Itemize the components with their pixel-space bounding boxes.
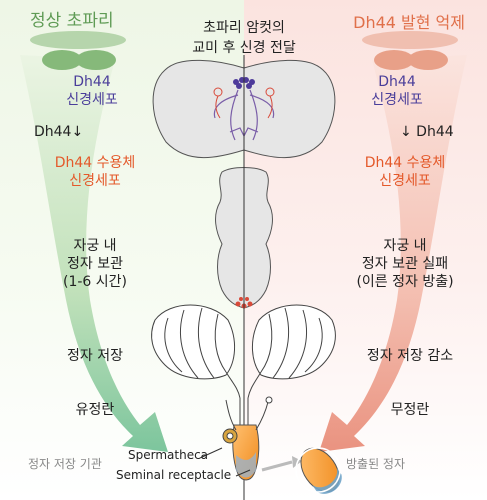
left-release-arrow-label: Dh44↓ [34, 124, 84, 140]
left-ovulation: 유정란 [75, 402, 115, 418]
right-neuron-label: 신경세포 [371, 92, 423, 108]
green-flow-arrow [20, 55, 168, 452]
laid-egg [300, 447, 342, 494]
fly-icon-normal [30, 31, 126, 70]
right-storage-line3: (이른 정자 방출) [356, 274, 454, 290]
receptor-neurons-brain [213, 87, 275, 119]
left-storage-line1: 자궁 내 [73, 238, 117, 254]
left-receptor-label: Dh44 수용체 [54, 155, 136, 171]
dh44-neuron-cells [233, 77, 255, 89]
fly-icon-dh44 [362, 31, 458, 70]
dh44-neurons [213, 89, 275, 141]
left-receptor-neuron-label: 신경세포 [69, 173, 121, 189]
right-storage-line2: 정자 보관 실패 [361, 256, 449, 272]
normal-fly-title: 정상 초파리 [30, 11, 114, 31]
left-storage-line2: 정자 보관 [67, 256, 123, 272]
spermatheca-organ [222, 399, 238, 444]
right-receptor-label: Dh44 수용체 [364, 155, 446, 171]
right-ovulation: 무정란 [390, 402, 430, 418]
red-flow-arrow [319, 55, 467, 452]
oviduct [239, 398, 249, 425]
center-title-line2: 교미 후 신경 전달 [192, 40, 296, 56]
right-receptor-neuron-label: 신경세포 [379, 173, 431, 189]
left-sperm-storage: 정자 저장 [67, 348, 123, 364]
release-arrow [261, 460, 293, 472]
left-storage-line3: (1-6 시간) [62, 274, 127, 290]
seminal-receptacle-organ [255, 401, 269, 431]
right-storage-line1: 자궁 내 [383, 238, 427, 254]
left-ovary [151, 304, 241, 399]
center-title-line1: 초파리 암컷의 [203, 20, 285, 36]
right-ovary [247, 304, 336, 399]
dh44-fly-title: Dh44 발현 억제 [353, 13, 465, 32]
cord-receptor-neurons [235, 297, 253, 309]
right-dh44-label: Dh44 [378, 74, 416, 90]
left-dh44-label: Dh44 [73, 74, 111, 90]
right-sperm-storage: 정자 저장 감소 [366, 348, 454, 364]
right-release-arrow-label: ↓ Dh44 [400, 124, 454, 140]
spermatheca-label: Spermatheca [128, 448, 209, 462]
left-neuron-label: 신경세포 [66, 92, 118, 108]
released-sperm-label: 방출된 정자 [346, 457, 406, 471]
seminal-receptacle-label: Seminal receptacle [116, 468, 232, 482]
sperm-storage-organ-label: 정자 저장 기관 [28, 457, 102, 471]
